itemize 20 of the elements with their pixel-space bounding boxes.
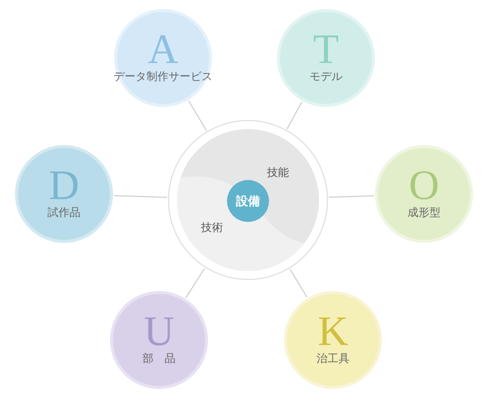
- connector-line: [328, 195, 375, 198]
- segment-label: 技術: [201, 220, 223, 235]
- connector-line: [113, 195, 168, 198]
- category-label: 成形型: [406, 206, 442, 220]
- connector-line: [290, 268, 308, 298]
- category-label: データ制作サービス: [112, 70, 214, 84]
- connector-line: [286, 101, 302, 130]
- initial-letter: D: [48, 164, 80, 208]
- category-label: 試作品: [46, 206, 82, 220]
- connector-line: [185, 268, 206, 298]
- initial-letter: K: [318, 310, 348, 354]
- initial-letter: T: [313, 28, 339, 72]
- category-label: モデル: [308, 70, 344, 84]
- category-label: 治工具: [316, 352, 350, 366]
- category-label: 部 品: [142, 352, 176, 366]
- segment-label: 技能: [267, 165, 289, 180]
- connector-line: [188, 100, 207, 131]
- initial-letter: O: [408, 164, 440, 208]
- initial-letter: U: [144, 310, 174, 354]
- initial-letter: A: [148, 28, 178, 72]
